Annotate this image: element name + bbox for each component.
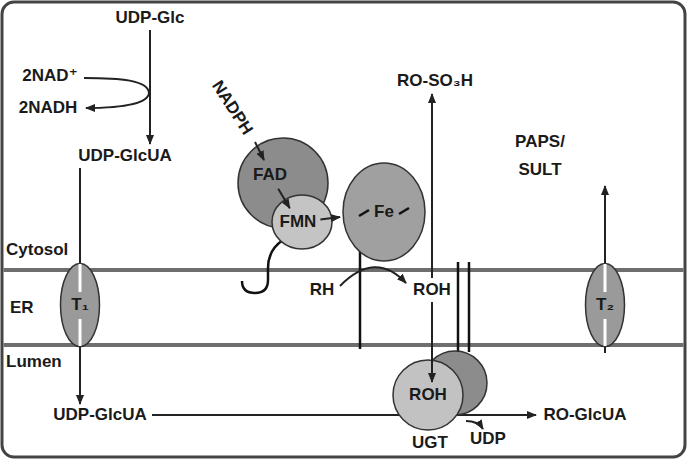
reaction-arrow — [340, 267, 406, 286]
node-text: FAD — [253, 165, 287, 185]
heme-domain: Fe — [342, 162, 426, 262]
ugt-enzyme: ROH UGT — [390, 350, 490, 453]
transport-line — [79, 168, 81, 263]
reaction-arrow — [152, 414, 536, 416]
membrane-line — [4, 268, 684, 272]
electron-transfer-arrow — [278, 189, 290, 208]
product-label: UDP — [470, 429, 506, 449]
channel-line — [79, 264, 82, 292]
metabolite-label: RO-SO₃H — [397, 71, 473, 91]
channel-line — [604, 264, 607, 292]
cofactor-label: NADPH — [207, 77, 256, 138]
node-text: ROH — [409, 385, 447, 405]
metabolite-label: ROH — [413, 280, 451, 300]
membrane-line — [4, 343, 684, 347]
metabolite-label: UDP-GlcUA — [53, 405, 147, 425]
cofactor-arrow — [84, 78, 149, 108]
fmn-domain — [272, 195, 332, 249]
node-text: UGT — [412, 433, 448, 453]
bond-dash — [359, 210, 369, 216]
compartment-label: Lumen — [6, 352, 62, 372]
channel-line — [604, 319, 607, 346]
electron-transfer-arrow — [320, 217, 340, 219]
node-text: Fe — [374, 202, 394, 222]
metabolite-label: UDP-GlcUA — [78, 146, 172, 166]
ugt-subunit — [393, 360, 463, 430]
membrane-anchor — [359, 240, 362, 349]
reaction-arrow — [431, 94, 433, 278]
substrate-label: RH — [310, 280, 335, 300]
transport-line — [604, 347, 606, 353]
enzyme-label: PAPS/ SULT — [505, 128, 575, 184]
node-text: FMN — [280, 212, 317, 232]
transporter-shape — [61, 264, 100, 347]
p450-shape — [343, 163, 425, 261]
metabolite-label: UDP-Glc — [116, 8, 185, 28]
transport-arrow — [79, 347, 81, 404]
bond-dash — [399, 208, 409, 214]
metabolite-label: RO-GlcUA — [543, 405, 626, 425]
transporter-oval: T₁ — [59, 262, 101, 348]
cofactor-label: 2NADH — [19, 98, 78, 118]
reaction-arrow — [431, 350, 433, 382]
node-text: T₁ — [71, 295, 88, 315]
membrane-anchor — [457, 262, 460, 352]
label-layer: UDP-Glc 2NAD⁺ 2NADH UDP-GlcUA NADPH RO-SO₃H PA… — [0, 0, 687, 330]
reaction-line — [431, 302, 433, 351]
transporter-shape — [586, 264, 625, 347]
compartment-label: ER — [10, 298, 34, 318]
transporter-oval: T₂ — [584, 262, 626, 348]
reaction-arrow — [149, 30, 151, 144]
transport-arrow — [604, 186, 606, 263]
electron-arrow — [255, 142, 264, 160]
product-arrow — [466, 421, 483, 429]
flavin-domain: FAD — [251, 163, 289, 187]
membrane-anchor — [242, 240, 283, 293]
flavin-domain: FMN — [278, 210, 319, 234]
channel-line — [79, 319, 82, 346]
cofactor-label: 2NAD⁺ — [22, 66, 77, 86]
compartment-label: Cytosol — [6, 240, 68, 260]
membrane-anchor — [468, 262, 471, 352]
node-text: T₂ — [596, 295, 614, 315]
